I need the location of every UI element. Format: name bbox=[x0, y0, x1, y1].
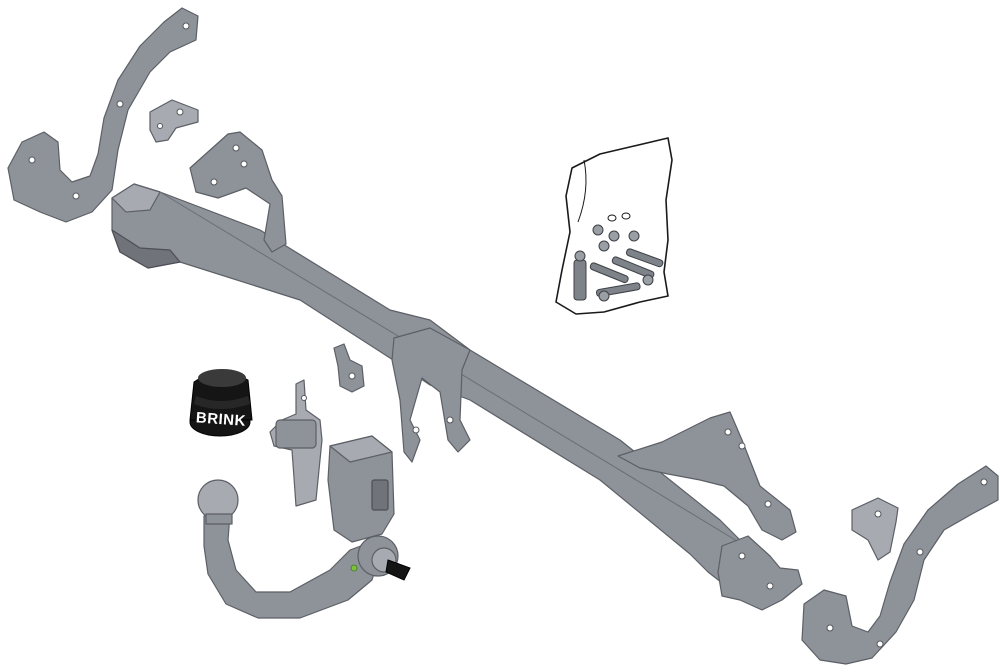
hinge-bracket bbox=[269, 379, 323, 507]
left-side-bracket bbox=[7, 7, 199, 223]
brink-logo: BRINK bbox=[195, 409, 246, 429]
right-side-bracket bbox=[801, 465, 999, 665]
bolts-group bbox=[573, 212, 664, 302]
small-lug bbox=[333, 343, 365, 393]
right-end-plate bbox=[717, 535, 803, 611]
center-clamp bbox=[391, 327, 471, 463]
tow-ball bbox=[197, 479, 411, 619]
brink-cap: BRINK bbox=[189, 369, 253, 437]
socket-housing bbox=[327, 435, 395, 543]
left-beam-bracket bbox=[189, 131, 287, 253]
right-beam-bracket bbox=[617, 411, 797, 541]
hardware-bag bbox=[555, 137, 673, 315]
right-angle-plate bbox=[851, 497, 899, 561]
left-angle-plate bbox=[149, 99, 199, 143]
